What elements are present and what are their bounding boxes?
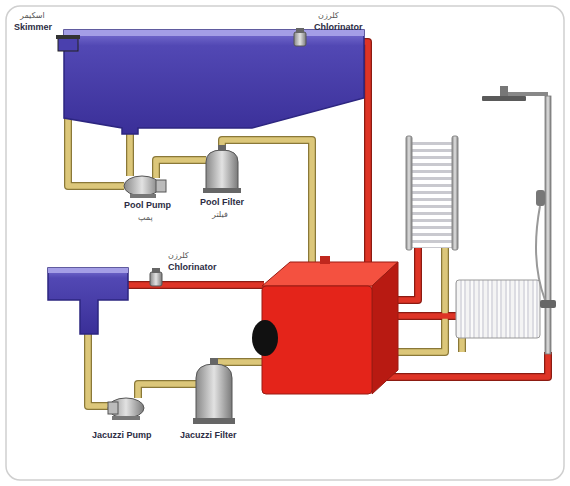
component-label: Chlorinator (314, 22, 363, 33)
persian-label: کلرزن (318, 10, 339, 21)
component-label: Chlorinator (168, 262, 217, 273)
component-label: Jacuzzi Pump (92, 430, 152, 441)
component-label: Skimmer (14, 22, 52, 33)
persian-label: اسکیمر (20, 10, 45, 21)
persian-label: پمپ (138, 212, 153, 223)
component-label: Pool Pump (124, 200, 171, 211)
persian-label: فیلتر (212, 209, 228, 220)
persian-label: کلرزن (168, 250, 189, 261)
component-label: Pool Filter (200, 197, 244, 208)
component-label: Jacuzzi Filter (180, 430, 237, 441)
